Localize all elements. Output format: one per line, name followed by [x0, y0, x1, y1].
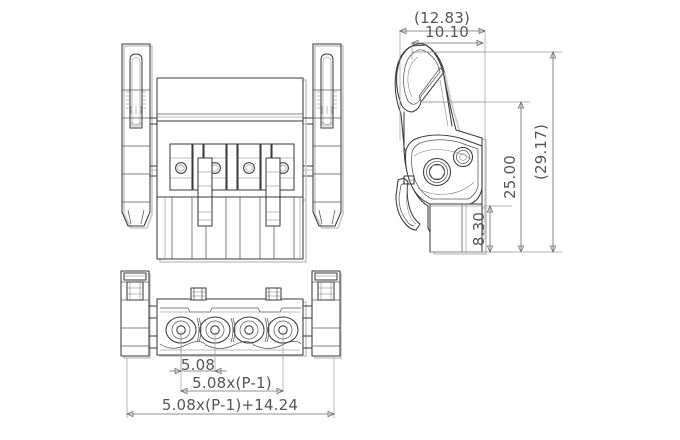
dimension-29-17: (29.17)	[412, 50, 562, 254]
dimension-total-length: 5.08x(P-1)+14.24	[125, 358, 336, 418]
front-view-body-upper	[156, 77, 307, 125]
bottom-view-right-ear	[311, 270, 342, 359]
front-view	[121, 43, 344, 263]
bottom-view-left-ear	[120, 270, 151, 359]
front-view-pole-1	[169, 143, 193, 191]
dimension-12-83: (12.83)	[398, 9, 487, 240]
dimension-group-bottom: 5.08 5.08x(P-1) 5.08x(P-1)+14.24	[125, 332, 336, 418]
front-view-body-lower	[156, 196, 307, 263]
dimension-pitch: 5.08	[169, 332, 227, 375]
dimension-label-total-length: 5.08x(P-1)+14.24	[162, 396, 298, 414]
side-profile-view	[394, 43, 487, 255]
dimension-10-10: 10.10	[410, 23, 485, 60]
side-profile-hook	[396, 43, 445, 113]
side-profile-terminal-head	[404, 134, 483, 205]
dimension-label-8-30: 8.30	[470, 212, 488, 246]
dimension-25-00: 25.00	[421, 100, 530, 254]
bottom-view-terminal-2	[199, 316, 231, 344]
side-profile-screw-large	[422, 157, 452, 187]
side-profile-base-block	[429, 203, 487, 255]
dimension-label-12-83: (12.83)	[414, 9, 470, 27]
left-flange-thread-marks	[126, 91, 146, 109]
side-profile-screw-small	[452, 146, 474, 168]
bottom-view-nubs	[190, 287, 282, 301]
front-view-pole-3	[237, 143, 261, 191]
dimension-label-25-00: 25.00	[501, 155, 519, 199]
front-view-right-flange	[312, 43, 344, 229]
dimension-group-side-horizontal: (12.83) 10.10	[398, 9, 487, 240]
front-view-left-flange	[121, 43, 153, 229]
dimension-label-29-17: (29.17)	[532, 124, 550, 180]
bottom-view-body	[148, 287, 313, 357]
bottom-view	[120, 270, 342, 359]
right-flange-thread-marks	[317, 91, 337, 109]
dimension-group-side-vertical: 8.30 25.00 (29.17)	[412, 50, 562, 254]
side-profile-latch-claw	[395, 175, 421, 231]
front-view-shoulders	[149, 117, 314, 177]
bottom-view-terminal-3	[233, 316, 265, 344]
dimension-8-30: 8.30	[430, 204, 512, 254]
dimension-pitch-span: 5.08x(P-1)	[179, 332, 285, 395]
dimension-label-pitch-span: 5.08x(P-1)	[192, 374, 272, 392]
dimension-label-10-10: 10.10	[425, 23, 469, 41]
dimension-label-pitch: 5.08	[181, 356, 215, 374]
